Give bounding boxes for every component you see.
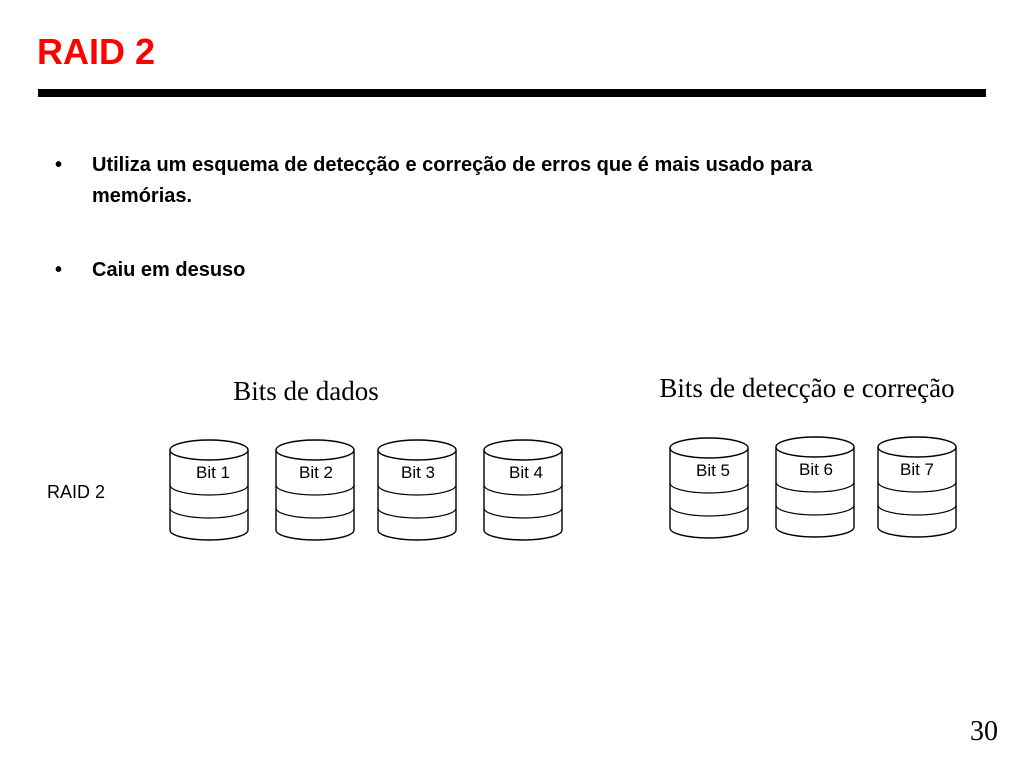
disk-platter-line [377, 484, 457, 496]
disk-platter-line [275, 484, 355, 496]
disk-platter-line [669, 482, 749, 494]
disk-bit-2: Bit 2 [275, 439, 355, 541]
disk-label: Bit 2 [299, 463, 333, 482]
raid-row-label: RAID 2 [47, 482, 105, 502]
disk-bit-7: Bit 7 [877, 436, 957, 538]
disk-bit-1: Bit 1 [169, 439, 249, 541]
disk-bit-6: Bit 6 [775, 436, 855, 538]
disk-label: Bit 4 [509, 463, 543, 482]
group-title-ecc-bits: Bits de detecção e correção [659, 373, 954, 403]
disk-platter-line [669, 505, 749, 517]
disk-label: Bit 7 [900, 460, 934, 479]
disk-top [669, 437, 749, 459]
disk-label: Bit 6 [799, 460, 833, 479]
disk-top [169, 439, 249, 461]
title-rule [38, 89, 986, 97]
page-number: 30 [970, 716, 998, 747]
disk-bit-3: Bit 3 [377, 439, 457, 541]
disk-bit-4: Bit 4 [483, 439, 563, 541]
bullet-text: Utiliza um esquema de detecção e correçã… [92, 154, 813, 207]
disk-top [775, 436, 855, 458]
disk-platter-line [483, 484, 563, 496]
disk-top [377, 439, 457, 461]
disk-platter-line [775, 504, 855, 516]
disk-platter-line [877, 504, 957, 516]
disk-bit-5: Bit 5 [669, 437, 749, 539]
disk-platter-line [377, 507, 457, 519]
bullet-item-2: • Caiu em desuso [55, 255, 855, 286]
disk-platter-line [775, 481, 855, 493]
disk-top [877, 436, 957, 458]
disk-label: Bit 5 [696, 461, 730, 480]
slide-title: RAID 2 [37, 31, 156, 72]
disk-top [483, 439, 563, 461]
bullet-text: Caiu em desuso [92, 259, 246, 281]
bullet-marker: • [55, 259, 63, 281]
disk-platter-line [483, 507, 563, 519]
disk-platter-line [877, 481, 957, 493]
disk-label: Bit 1 [196, 463, 230, 482]
group-title-data-bits: Bits de dados [233, 376, 379, 406]
bullet-item-1: • Utiliza um esquema de detecção e corre… [55, 150, 855, 212]
disk-label: Bit 3 [401, 463, 435, 482]
disk-top [275, 439, 355, 461]
disk-platter-line [275, 507, 355, 519]
bullet-marker: • [55, 154, 63, 176]
disk-platter-line [169, 484, 249, 496]
disk-platter-line [169, 507, 249, 519]
